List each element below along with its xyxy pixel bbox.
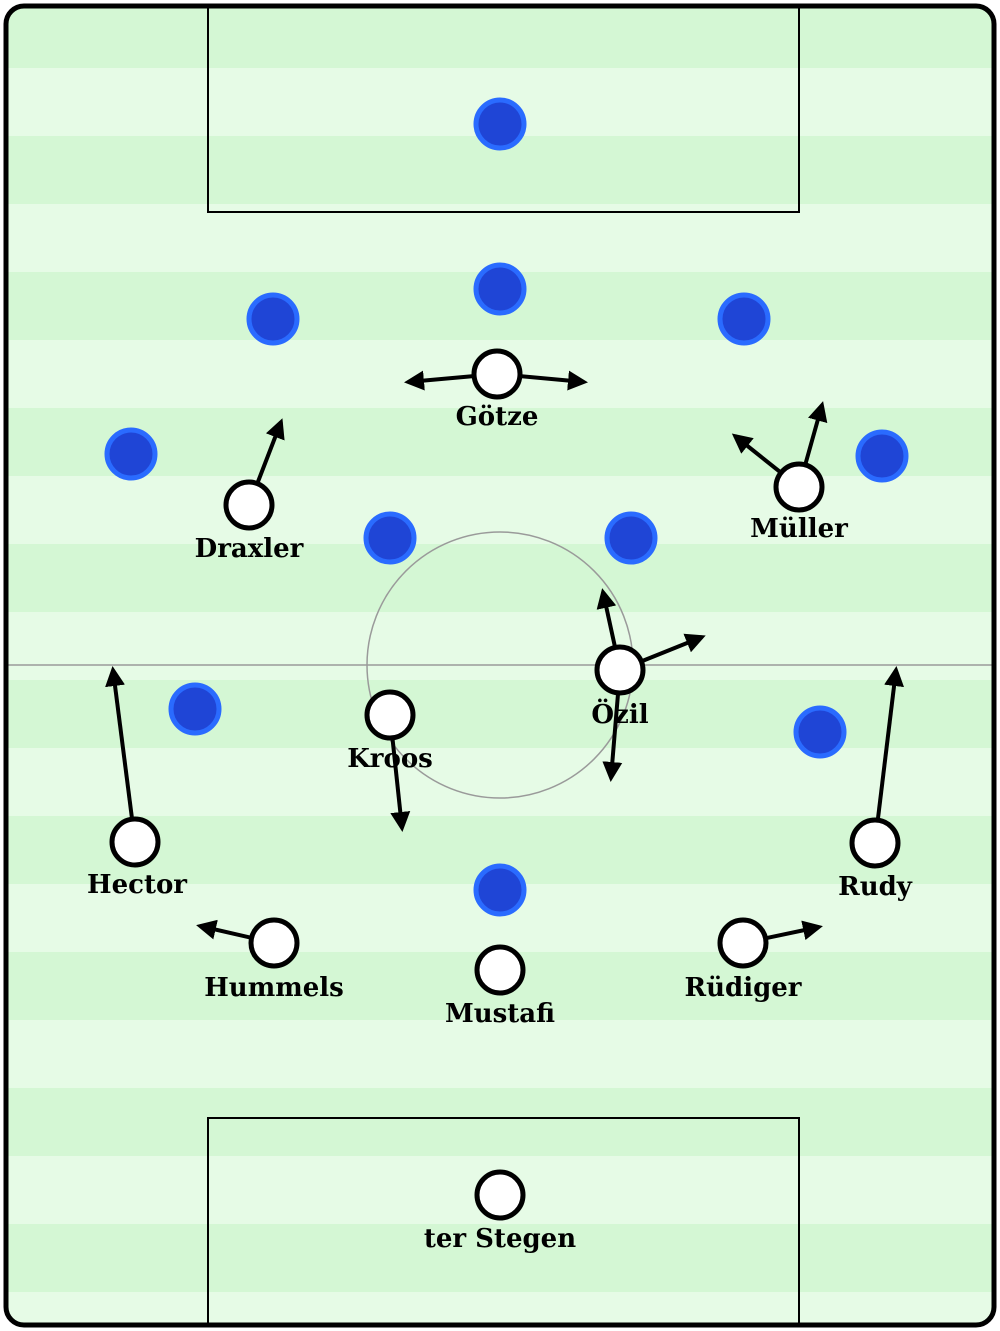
opponent-marker: [473, 97, 527, 151]
pitch-stripe: [6, 680, 994, 749]
opponent-marker: [793, 705, 847, 759]
pitch-stripe: [6, 408, 994, 477]
player-label: Hummels: [204, 973, 344, 1003]
opponent-marker: [168, 682, 222, 736]
player-label: Mustafi: [445, 999, 555, 1029]
player-ter-stegen: ter Stegen: [424, 1169, 576, 1254]
player-label: Götze: [456, 402, 539, 432]
opponent-marker: [473, 863, 527, 917]
player-marker: [474, 944, 526, 996]
player-label: Hector: [87, 870, 187, 900]
player-marker: [248, 917, 300, 969]
player-marker: [471, 348, 523, 400]
opponent-marker: [604, 511, 658, 565]
pitch-stripe: [6, 1292, 994, 1325]
opponent-marker: [246, 292, 300, 346]
player-marker: [223, 479, 275, 531]
opponent-marker: [363, 511, 417, 565]
player-marker: [594, 644, 646, 696]
pitch-stripe: [6, 1020, 994, 1089]
player-marker: [849, 817, 901, 869]
player-label: ter Stegen: [424, 1224, 576, 1254]
pitch-stripe: [6, 544, 994, 613]
player-label: Draxler: [195, 534, 304, 564]
pitch-stripe: [6, 748, 994, 817]
pitch-stripe: [6, 612, 994, 681]
player-label: Özil: [591, 698, 648, 730]
player-hummels: Hummels: [204, 917, 344, 1003]
opponent-marker: [104, 427, 158, 481]
player-hector: Hector: [87, 816, 187, 900]
player-draxler: Draxler: [195, 479, 304, 564]
opponent-marker: [855, 429, 909, 483]
opponent-marker: [717, 292, 771, 346]
opponent-marker: [473, 262, 527, 316]
player-label: Kroos: [347, 744, 433, 774]
pitch-stripe: [6, 1088, 994, 1157]
opponent-markers: [104, 97, 909, 917]
pitch-border: [3, 3, 997, 1328]
pitch-stripe: [6, 204, 994, 273]
pitch-stripe: [6, 1224, 994, 1293]
player-kroos: Kroos: [347, 689, 433, 774]
hector-arrow: [105, 666, 137, 843]
player-marker: [364, 689, 416, 741]
player-ozil: Özil: [591, 644, 649, 730]
player-marker: [474, 1169, 526, 1221]
player-marker: [773, 461, 825, 513]
player-marker: [717, 917, 769, 969]
player-rudy: Rudy: [838, 817, 913, 902]
player-rudiger: Rüdiger: [685, 917, 802, 1003]
player-marker: [109, 816, 161, 868]
rudy-arrow: [873, 666, 904, 844]
player-label: Müller: [750, 514, 848, 544]
pitch-stripe: [6, 476, 994, 545]
player-muller: Müller: [750, 461, 848, 544]
player-label: Rudy: [838, 872, 913, 902]
player-mustafi: Mustafi: [445, 944, 555, 1029]
pitch-stripe: [6, 6, 994, 69]
player-label: Rüdiger: [685, 973, 802, 1003]
player-gotze: Götze: [456, 348, 539, 432]
